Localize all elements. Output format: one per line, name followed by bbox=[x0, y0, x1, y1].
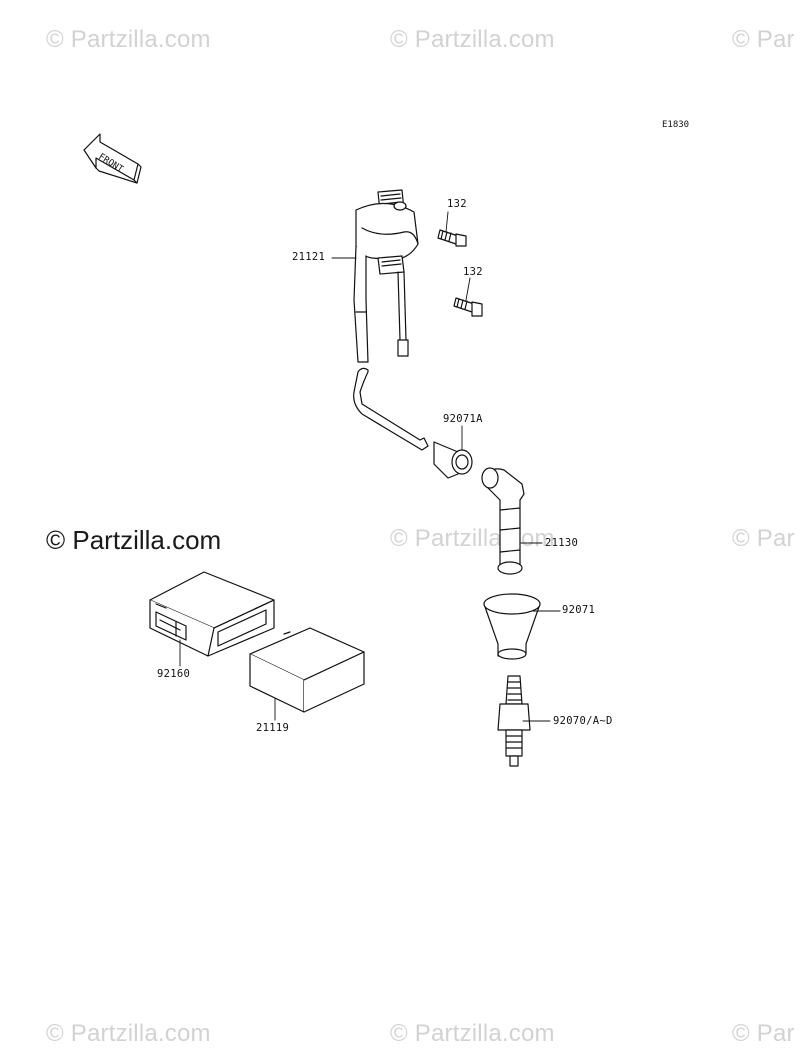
bolt-lower bbox=[453, 297, 483, 317]
watermark-main: © Partzilla.com bbox=[46, 525, 222, 555]
label-cover: 92160 bbox=[157, 668, 191, 680]
watermark-bottom-left: © Partzilla.com bbox=[46, 1020, 211, 1047]
spark-plug bbox=[497, 675, 531, 767]
label-bolt-lower: 132 bbox=[463, 266, 483, 278]
label-plug-cap: 21130 bbox=[545, 537, 579, 549]
watermark-mid-center: © Partzilla.com bbox=[390, 525, 555, 552]
seal-92071 bbox=[483, 593, 541, 660]
ignition-coil bbox=[353, 189, 429, 451]
diagram-code: E1830 bbox=[662, 120, 690, 130]
label-bolt-upper: 132 bbox=[447, 198, 467, 210]
bolt-upper bbox=[437, 229, 467, 247]
watermark-top-left: © Partzilla.com bbox=[46, 26, 211, 53]
label-spark-plug: 92070/A~D bbox=[553, 715, 613, 727]
label-coil: 21121 bbox=[292, 251, 326, 263]
cap-92071a bbox=[433, 441, 473, 479]
igniter-21119 bbox=[249, 627, 365, 713]
leader-132-lower bbox=[465, 277, 471, 301]
watermark-top-right: © Par bbox=[732, 26, 795, 53]
label-igniter: 21119 bbox=[256, 722, 290, 734]
watermark-bottom-right: © Par bbox=[732, 1020, 795, 1047]
watermark-top-center: © Partzilla.com bbox=[390, 26, 555, 53]
leader-132-upper bbox=[445, 211, 449, 233]
watermark-mid-right: © Par bbox=[732, 525, 795, 552]
label-seal: 92071 bbox=[562, 604, 596, 616]
label-cap: 92071A bbox=[443, 413, 483, 425]
plug-cap-21130 bbox=[481, 467, 525, 575]
front-arrow-icon bbox=[83, 133, 142, 184]
watermark-bottom-center: © Partzilla.com bbox=[390, 1020, 555, 1047]
cover-92160 bbox=[149, 571, 275, 657]
